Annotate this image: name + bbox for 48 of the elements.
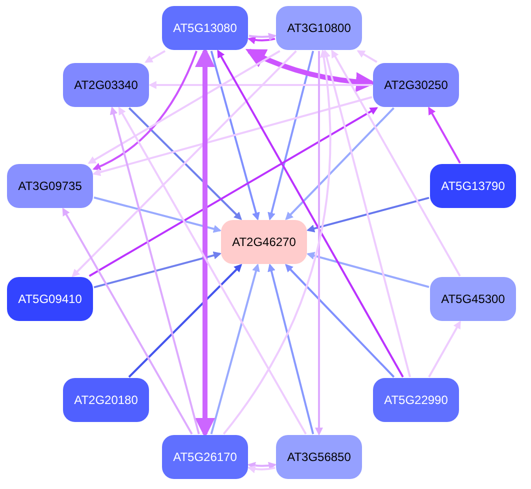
- arrow: [210, 50, 260, 221]
- gene-node: AT5G26170: [162, 435, 248, 479]
- arrow: [92, 50, 198, 170]
- arrow: [247, 462, 277, 470]
- arrow: [428, 106, 461, 164]
- gene-node: AT2G30250: [373, 63, 459, 107]
- arrow: [128, 264, 242, 378]
- gene-node: AT5G09410: [7, 277, 93, 321]
- arrow: [285, 107, 394, 220]
- arrow: [247, 36, 276, 44]
- arrow: [306, 196, 430, 232]
- gene-node: AT5G22990: [373, 378, 459, 422]
- arrow: [222, 49, 332, 435]
- arrow: [94, 252, 222, 288]
- arrow: [248, 32, 277, 41]
- arrow: [428, 320, 461, 378]
- gene-node: AT3G10800: [276, 6, 362, 50]
- arrow: [110, 106, 200, 434]
- gene-node: AT3G09735: [7, 164, 93, 208]
- arrow: [315, 51, 323, 436]
- arrow: [195, 47, 215, 438]
- gene-node: AT2G03340: [63, 63, 149, 107]
- arrow: [210, 263, 260, 434]
- arrow: [62, 208, 193, 434]
- gene-node: AT2G20180: [63, 378, 149, 422]
- arrow: [306, 252, 430, 288]
- arrow: [356, 50, 378, 63]
- arrow: [94, 196, 222, 233]
- arrow: [285, 264, 395, 378]
- arrow: [247, 465, 276, 474]
- gene-node: AT5G13790: [430, 164, 516, 208]
- arrow: [268, 263, 314, 434]
- arrow: [322, 49, 411, 378]
- gene-node: AT5G45300: [430, 277, 516, 321]
- arrow: [92, 96, 372, 176]
- gene-node: AT3G56850: [276, 435, 362, 479]
- arrow: [268, 50, 314, 221]
- arrow: [88, 50, 280, 164]
- arrow: [148, 81, 372, 89]
- arrow: [88, 107, 378, 277]
- arrow: [128, 107, 242, 220]
- arrow: [72, 50, 297, 278]
- arrow: [144, 50, 166, 63]
- arrow: [118, 106, 307, 434]
- gene-node: AT2G46270: [221, 220, 307, 264]
- arrow: [217, 50, 404, 378]
- gene-node: AT5G13080: [162, 6, 248, 50]
- arrow: [331, 50, 461, 276]
